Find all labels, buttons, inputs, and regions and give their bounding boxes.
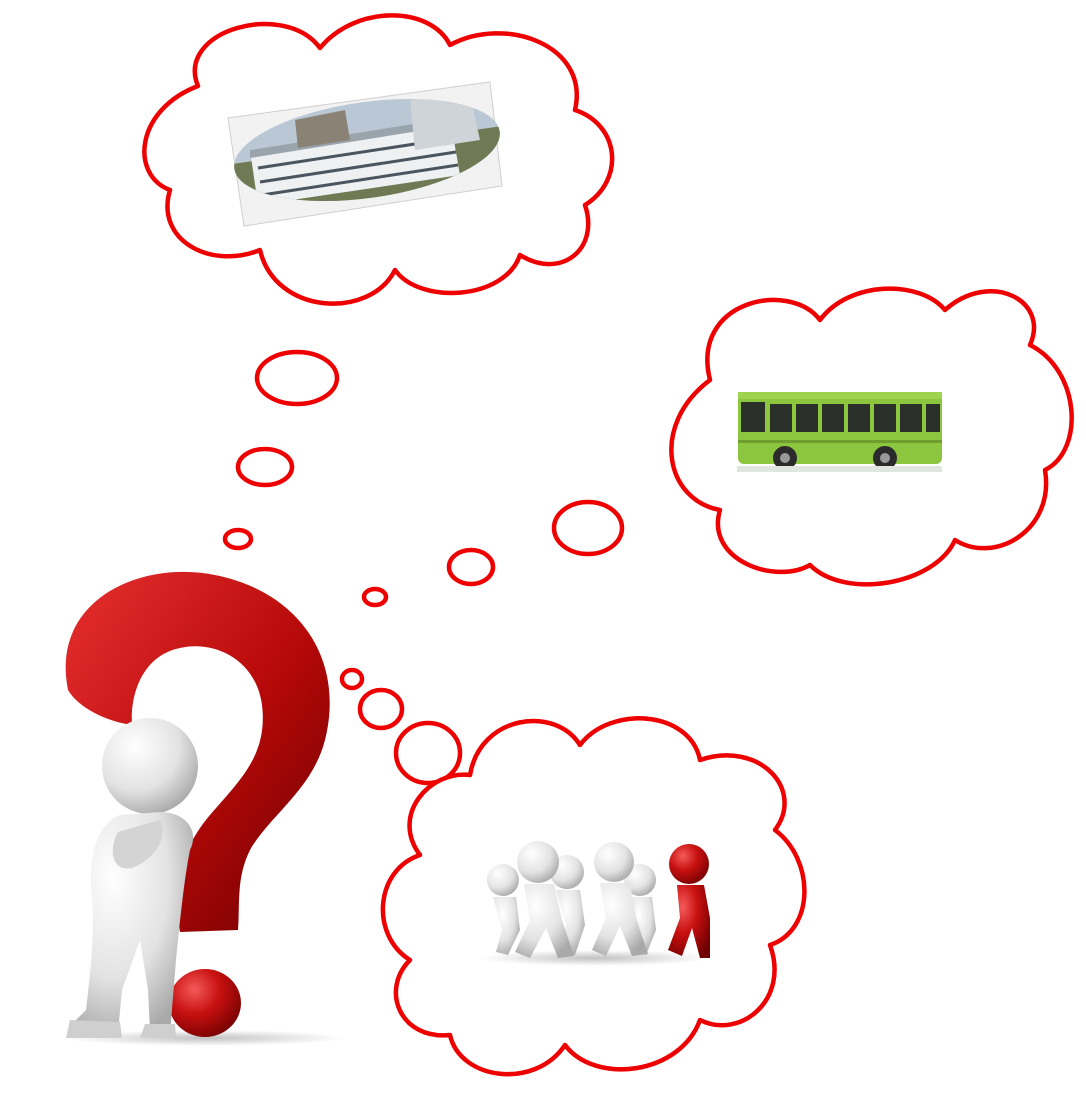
thought-bubbles-bottom — [342, 670, 460, 783]
running-people-icon — [480, 832, 712, 968]
question-mark-thinker-icon — [65, 572, 345, 1046]
thought-bubbles-left — [225, 352, 337, 548]
thought-bubbles-right — [364, 502, 622, 605]
green-bus-icon — [737, 388, 942, 472]
